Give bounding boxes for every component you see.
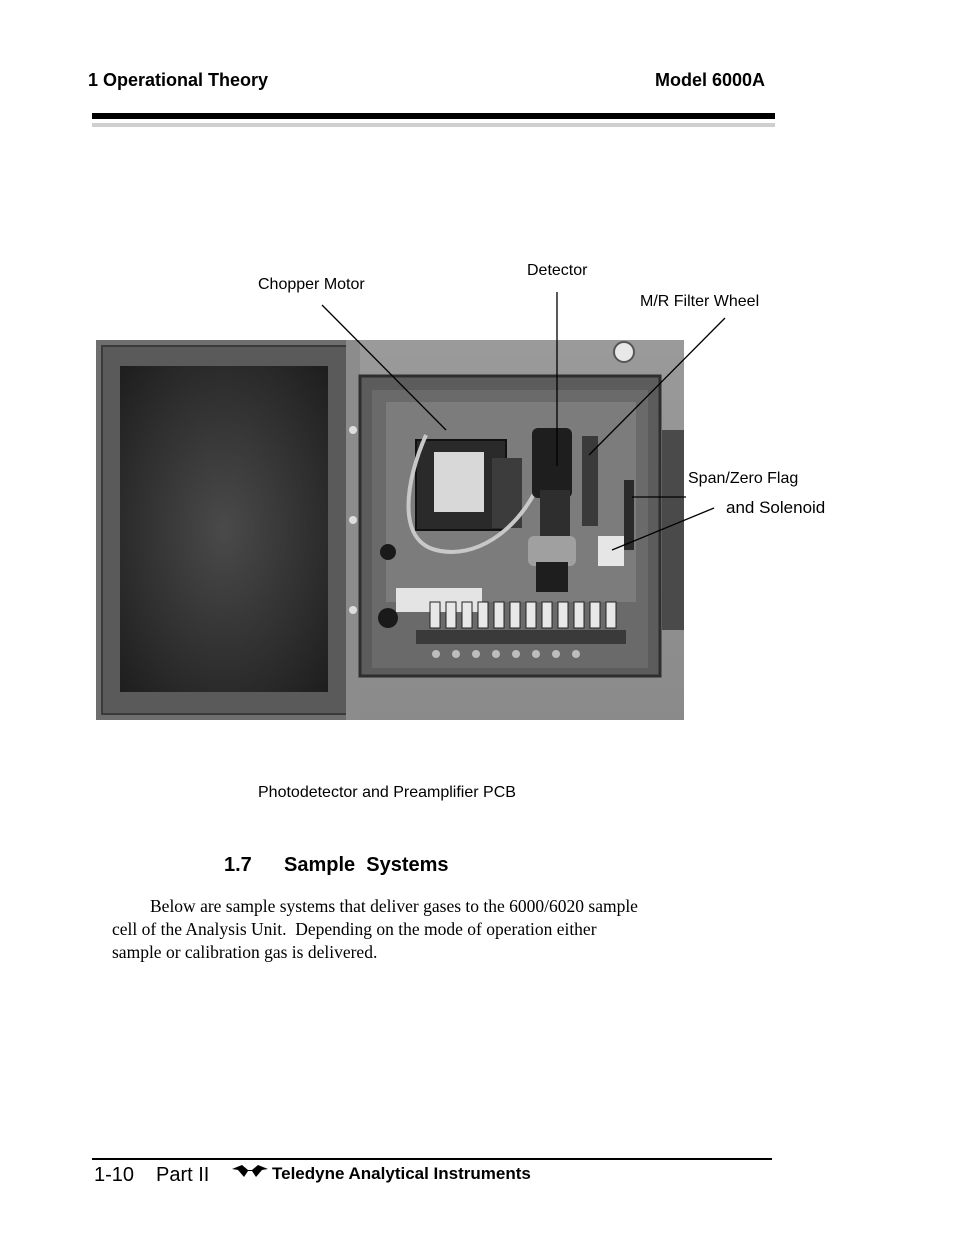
body-line: Below are sample systems that deliver ga… <box>150 896 638 916</box>
footer-brand: Teledyne Analytical Instruments <box>272 1164 531 1183</box>
footer-page-number: 1-10 <box>94 1164 135 1186</box>
label-chopper-motor: Chopper Motor <box>258 276 365 293</box>
figure-caption: Photodetector and Preamplifier PCB <box>258 784 516 801</box>
enclosure-photo <box>96 340 684 720</box>
section-title: Sample Systems <box>284 854 449 876</box>
header-rule-shadow <box>92 123 775 127</box>
header-rule <box>92 113 775 119</box>
footer-rule <box>92 1158 772 1160</box>
section-body: Below are sample systems that deliver ga… <box>112 895 692 964</box>
footer-part: Part II <box>156 1164 210 1186</box>
body-line: sample or calibration gas is delivered. <box>112 942 378 962</box>
teledyne-logo-icon <box>232 1165 268 1177</box>
label-filter-wheel: M/R Filter Wheel <box>640 293 760 310</box>
label-solenoid: and Solenoid <box>726 498 826 517</box>
label-detector: Detector <box>527 262 588 279</box>
body-line: cell of the Analysis Unit. Depending on … <box>112 919 597 939</box>
header-model: Model 6000A <box>655 70 766 90</box>
section-number: 1.7 <box>224 854 252 876</box>
label-span-zero-flag: Span/Zero Flag <box>688 470 799 487</box>
header-section-title: 1 Operational Theory <box>88 70 269 90</box>
